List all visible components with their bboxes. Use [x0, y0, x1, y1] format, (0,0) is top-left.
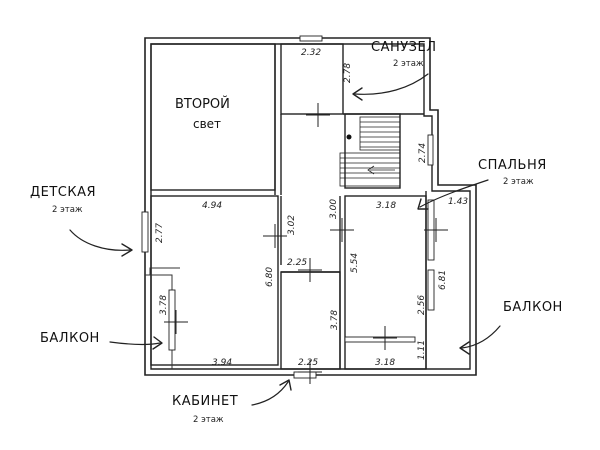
dim-kids-height: 2.77: [155, 223, 165, 243]
callouts: САНУЗЕЛ 2 этаж СПАЛЬНЯ 2 этаж ДЕТСКАЯ 2 …: [30, 40, 563, 425]
callout-balcony-left: БАЛКОН: [40, 331, 100, 346]
dim-stair-height: 2.74: [418, 143, 428, 163]
second-light-title: ВТОРОЙ: [175, 96, 230, 112]
arrow-bathroom: [354, 73, 429, 95]
dim-study-width: 2.25: [298, 358, 318, 368]
bathroom-room: [280, 43, 344, 115]
dim-kids-width: 4.94: [202, 201, 222, 211]
arrow-balcony-left: [109, 341, 161, 346]
dim-right-bottom: 1.11: [417, 340, 427, 360]
callout-study-title: КАБИНЕТ: [172, 394, 238, 409]
dim-bath-width: 2.32: [301, 48, 321, 58]
callout-bathroom-sub: 2 этаж: [393, 59, 424, 69]
stair-well: [344, 113, 401, 189]
arrows: [69, 73, 501, 406]
dim-bedroom-bottom: 3.18: [375, 358, 395, 368]
arrow-balcony-right: [461, 325, 501, 349]
arrow-bedroom: [419, 179, 489, 208]
dim-kids-total: 6.80: [265, 267, 275, 287]
dim-bath-height: 2.78: [343, 63, 353, 83]
dim-bedroom-lower: 2.56: [417, 295, 427, 315]
callout-balcony-right: БАЛКОН: [503, 300, 563, 315]
dim-bedroom-balcony: 1.43: [448, 197, 468, 207]
arrow-study: [251, 381, 289, 406]
dim-study-height: 3.78: [330, 310, 340, 330]
callout-bedroom-title: СПАЛЬНЯ: [478, 158, 547, 173]
callout-study-sub: 2 этаж: [193, 415, 224, 425]
dimensions: 2.32 2.78 2.74 3.18 1.43 4.94 2.77 3.02 …: [155, 48, 468, 368]
dim-bedroom-height: 5.54: [350, 253, 360, 273]
outer-wall-inner: [150, 43, 471, 370]
callout-bathroom-title: САНУЗЕЛ: [371, 40, 437, 55]
arrow-kids: [69, 229, 131, 251]
callout-kids-title: ДЕТСКАЯ: [30, 185, 96, 200]
kids-room: [150, 195, 279, 366]
dim-right-total: 6.81: [438, 270, 448, 290]
dim-corridor-b: 3.00: [329, 199, 339, 219]
dim-balcony-left: 3.78: [159, 295, 169, 315]
second-light-sub: свет: [193, 117, 221, 131]
walls: [144, 37, 477, 376]
ticks: [164, 103, 448, 384]
callout-kids-sub: 2 этаж: [52, 205, 83, 215]
callout-bedroom-sub: 2 этаж: [503, 177, 534, 187]
stair-post-icon: [346, 134, 352, 140]
dim-corridor-a: 3.02: [287, 215, 297, 235]
stairs: [339, 116, 401, 187]
dim-hall-width: 2.25: [287, 258, 307, 268]
dim-kids-bottom: 3.94: [212, 358, 232, 368]
dim-bedroom-width: 3.18: [376, 201, 396, 211]
